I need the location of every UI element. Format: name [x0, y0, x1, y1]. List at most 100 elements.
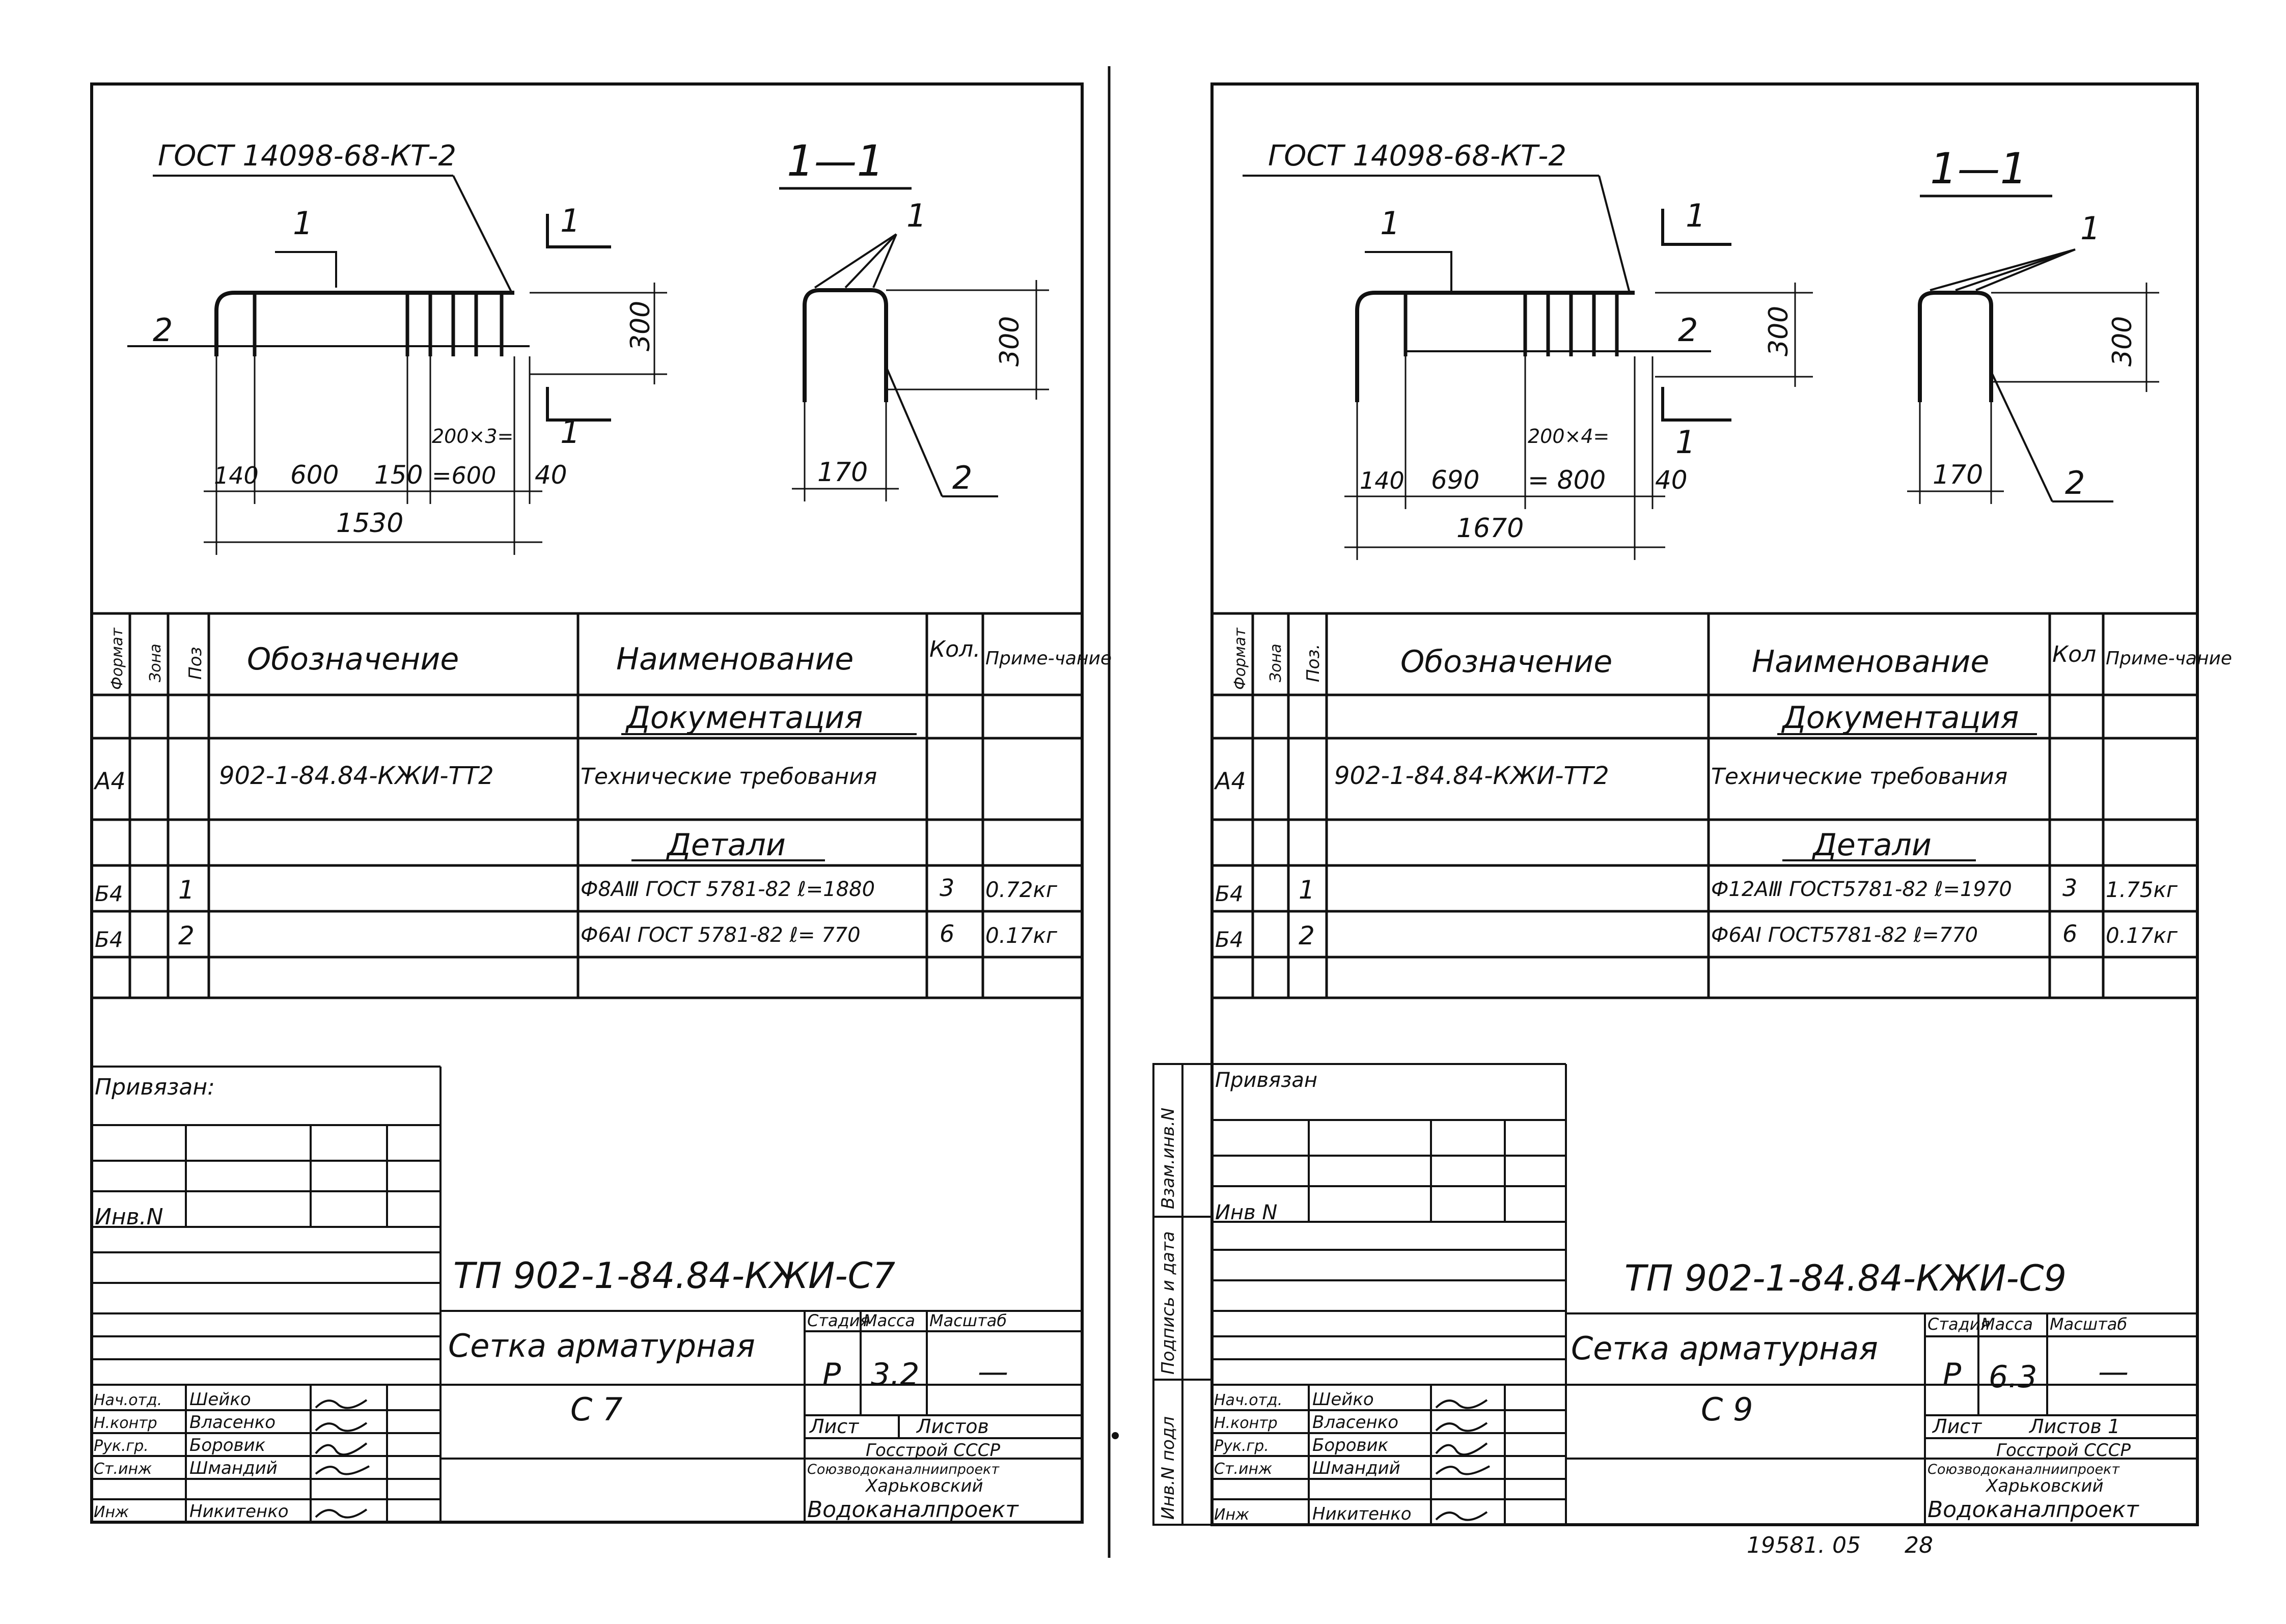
dim-600: 600	[290, 460, 339, 490]
inv-label: Инв.N	[95, 1204, 163, 1230]
role-1: Нач.отд.	[94, 1391, 162, 1409]
doc-name: Технические требования	[1711, 764, 2007, 790]
org-line-2: Союзводоканалниипроект	[1927, 1462, 2120, 1477]
section-1-1-left: 1—1 1 300 170 2	[779, 136, 1049, 501]
stamp-title: Сетка арматурная	[448, 1327, 755, 1364]
scale-value: —	[978, 1354, 1008, 1390]
row2-qty: 6	[940, 920, 954, 947]
title-block-right: Привязан Инв N ТП 902-1-84.84-КЖИ-С9 Сет…	[1212, 1063, 2197, 1525]
dim-40: 40	[535, 460, 567, 490]
th-note: Приме-чание	[2106, 648, 2232, 669]
sheet-right-frame	[1210, 82, 2199, 1526]
th-designation: Обозначение	[1400, 644, 1612, 680]
section-pos-2: 2	[952, 459, 972, 496]
org-line-4: Водоканалпроект	[1927, 1497, 2139, 1523]
section-pos-2: 2	[2065, 464, 2085, 501]
list-label: Лист	[1932, 1415, 1982, 1438]
fold-dot	[1112, 1432, 1119, 1439]
dim-200x3: 200×3=	[432, 425, 513, 447]
role-5: Инж	[1214, 1506, 1249, 1524]
dim-eq600: =600	[432, 462, 496, 489]
role-3: Рук.гр.	[1214, 1437, 1269, 1455]
role-4: Ст.инж	[94, 1460, 152, 1478]
row2-pos: 2	[1299, 921, 1315, 950]
dim-200x4: 200×4=	[1528, 425, 1609, 447]
th-name: Наименование	[1752, 644, 1989, 680]
section-1-1-right: 1—1 1 300 170 2	[1907, 144, 2159, 504]
dim-total: 1530	[336, 508, 403, 539]
side-label-b: Подпись и дата	[1158, 1231, 1178, 1375]
name-5: Никитенко	[1312, 1504, 1412, 1524]
spec-table-left: Формат Зона Поз Обозначение Наименование…	[92, 612, 1112, 999]
row2-pos: 2	[178, 921, 195, 950]
stamp-mark: С 7	[570, 1391, 622, 1428]
role-1: Нач.отд.	[1214, 1391, 1282, 1409]
th-qty: Кол.	[929, 636, 980, 662]
rebar-elevation-right: ГОСТ 14098-68-КТ-2 1 2 1 1	[1243, 139, 1813, 560]
side-label-c: Инв.N подл	[1158, 1416, 1178, 1520]
section-title: 1—1	[1930, 144, 2027, 193]
row2-format: Б4	[1215, 927, 1244, 952]
name-5: Никитенко	[189, 1501, 289, 1522]
row2-qty: 6	[2062, 920, 2077, 947]
side-label-a: Взам.инв.N	[1158, 1108, 1178, 1209]
row1-format: Б4	[95, 881, 123, 906]
dim-total: 1670	[1456, 513, 1524, 544]
dim-height: 300	[1764, 306, 1794, 356]
role-4: Ст.инж	[1214, 1460, 1272, 1478]
stamp-title: Сетка арматурная	[1571, 1330, 1878, 1367]
doc-format: А4	[93, 767, 126, 795]
th-format: Формат	[108, 627, 126, 690]
row1-note: 0.72кг	[985, 877, 1058, 902]
role-2: Н.контр	[1214, 1414, 1278, 1432]
rebar-elevation-left: ГОСТ 14098-68-КТ-2 1 2 1 1	[127, 139, 667, 555]
list-label: Лист	[809, 1415, 860, 1438]
inv-label: Инв N	[1215, 1201, 1277, 1224]
row1-format: Б4	[1215, 881, 1244, 906]
name-2: Власенко	[1312, 1412, 1398, 1433]
signatures-left	[315, 1399, 370, 1519]
dim-690: 690	[1431, 465, 1479, 495]
section-docs: Документация	[1781, 700, 2019, 736]
stage-value: Р	[1943, 1357, 1962, 1392]
sheet-right: Взам.инв.N Подпись и дата Инв.N подл ГОС…	[1152, 82, 2232, 1526]
doc-format: А4	[1214, 767, 1246, 795]
privyazan-label: Привязан:	[95, 1074, 215, 1100]
scale-value: —	[2098, 1354, 2129, 1390]
th-qty: Кол	[2052, 641, 2096, 667]
org-line-1: Госстрой СССР	[1996, 1440, 2131, 1461]
th-zone: Зона	[147, 643, 164, 682]
role-5: Инж	[94, 1503, 129, 1521]
cut-mark-top: 1	[1686, 197, 1705, 234]
section-title: 1—1	[787, 136, 884, 186]
th-pos: Поз	[185, 647, 206, 680]
name-4: Шмандий	[1312, 1458, 1400, 1478]
pos-2-label: 2	[153, 312, 173, 349]
sheet-left: ГОСТ 14098-68-КТ-2 1 2 1 1	[90, 82, 1112, 1524]
stage-header: Стадия	[807, 1311, 870, 1330]
row1-pos: 1	[178, 875, 195, 905]
mass-value: 3.2	[871, 1357, 919, 1392]
dim-40: 40	[1655, 465, 1688, 495]
row1-qty: 3	[940, 874, 954, 902]
org-line-1: Госстрой СССР	[866, 1440, 1000, 1461]
pos-1-label: 1	[293, 205, 313, 242]
row1-qty: 3	[2062, 874, 2077, 902]
section-parts: Детали	[666, 827, 786, 863]
doc-designation: 902-1-84.84-КЖИ-ТТ2	[219, 762, 494, 790]
name-1: Шейко	[1312, 1389, 1374, 1410]
signatures-right	[1435, 1399, 1490, 1521]
row1-note: 1.75кг	[2106, 877, 2178, 902]
section-parts: Детали	[1811, 827, 1932, 863]
row2-note: 0.17кг	[2106, 923, 2178, 948]
th-designation: Обозначение	[247, 641, 459, 677]
row2-note: 0.17кг	[985, 923, 1058, 948]
dim-140: 140	[1360, 467, 1404, 494]
stamp-mark: С 9	[1701, 1391, 1753, 1428]
name-2: Власенко	[189, 1412, 276, 1433]
side-strip: Взам.инв.N Подпись и дата Инв.N подл	[1152, 1063, 1213, 1526]
org-line-3: Харьковский	[865, 1476, 983, 1496]
th-zone: Зона	[1267, 643, 1285, 682]
gost-label: ГОСТ 14098-68-КТ-2	[1268, 139, 1566, 173]
section-pos-1: 1	[906, 197, 926, 234]
